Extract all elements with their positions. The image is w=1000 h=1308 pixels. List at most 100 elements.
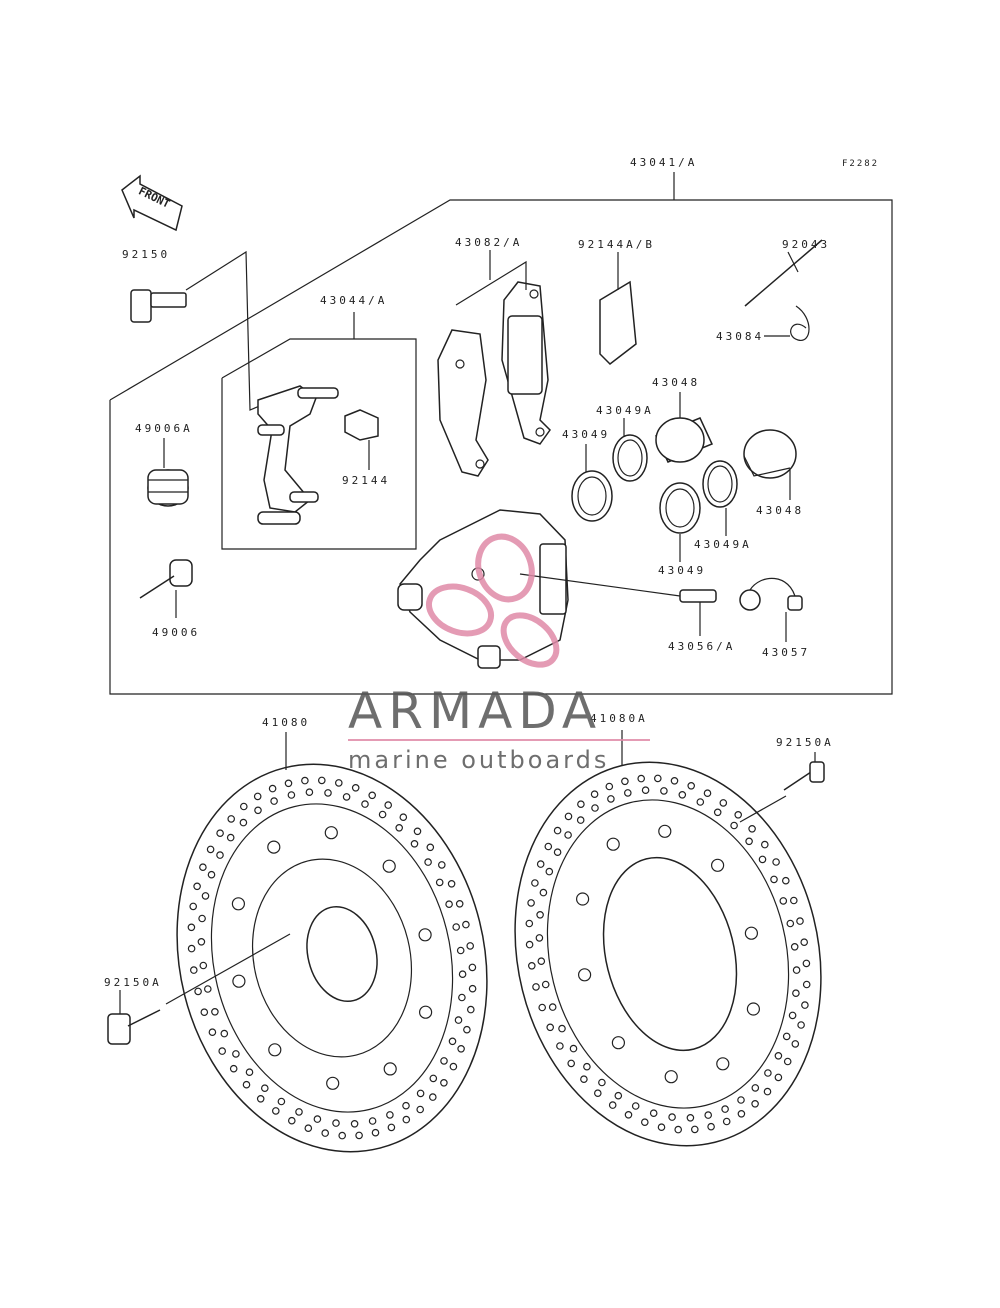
rotor-hole	[216, 851, 224, 859]
rotor-hole	[641, 786, 650, 795]
rotor-hole	[456, 946, 465, 955]
bleeder-valve	[519, 573, 717, 636]
rotor-hole	[198, 914, 206, 923]
rotor-hole	[256, 1095, 265, 1103]
label-92150a-right: 92150A	[776, 736, 834, 749]
rotor-hole	[226, 833, 235, 842]
rotor-hole	[788, 1011, 797, 1020]
rotor-hole	[187, 944, 196, 953]
rotor-hole	[716, 1057, 730, 1071]
rotor-hole	[437, 861, 446, 869]
rotor-hole	[271, 1107, 280, 1115]
rotor-hole	[713, 808, 722, 817]
rotor-hole	[598, 1078, 606, 1087]
rotor-hole	[197, 937, 206, 946]
label-43049-bottom: 43049	[658, 564, 706, 577]
rotor-hole	[790, 942, 799, 951]
seal-43049-top	[571, 444, 613, 522]
rotor-hole	[764, 1069, 772, 1077]
rotor-hole	[658, 824, 672, 838]
rotor-hole	[783, 1057, 792, 1066]
rotor-hole	[576, 816, 585, 824]
bolt-92150	[130, 250, 263, 411]
rotor-hole	[268, 784, 277, 793]
rotor-hole	[440, 1057, 448, 1065]
caliper-assembly-box	[109, 172, 893, 695]
rotor-hole	[402, 1101, 410, 1110]
rotor-hole	[580, 1075, 588, 1084]
label-41080a: 41080A	[590, 712, 648, 725]
rotor-hole	[458, 993, 466, 1002]
rotor-hole	[668, 1113, 676, 1121]
rotor-hole	[721, 1105, 729, 1113]
rotor-hole	[791, 1040, 800, 1048]
rotor-hole	[200, 1008, 209, 1017]
rotor-hole	[447, 879, 456, 888]
rotor-hole	[305, 788, 314, 797]
rotor-hole	[457, 1045, 465, 1053]
rotor-hole	[466, 942, 475, 950]
rotor-hole	[789, 896, 798, 905]
retaining-clip	[764, 305, 810, 341]
rotor-hole	[206, 845, 215, 854]
rotor-hole	[239, 818, 248, 827]
rotor-hole	[583, 1062, 591, 1071]
rotor-hole	[462, 920, 470, 929]
rotor-hole	[368, 1117, 377, 1125]
caliper-bracket	[257, 385, 339, 525]
rotor-hole	[371, 1128, 380, 1137]
rotor-hole	[525, 919, 534, 928]
label-43057: 43057	[762, 646, 810, 659]
rotor-hole	[792, 989, 800, 998]
rotor-hole	[326, 1076, 340, 1090]
rotor-hole	[537, 957, 546, 966]
rotor-hole	[287, 1116, 296, 1125]
label-43048-top: 43048	[652, 376, 700, 389]
rotor-hole	[611, 1036, 626, 1050]
label-92150: 92150	[122, 248, 170, 261]
boot-49006a	[147, 438, 189, 507]
rotor-hole	[704, 1111, 713, 1119]
rotor-hole	[763, 1087, 772, 1096]
leader-43082	[455, 260, 527, 306]
rotor-hole	[455, 899, 464, 908]
rotor-hole	[674, 1125, 683, 1134]
label-92150a-left: 92150A	[104, 976, 162, 989]
rotor-hole	[268, 1043, 282, 1057]
rotor-hole	[334, 779, 343, 787]
rotor-hole	[760, 840, 769, 849]
rotor-hole	[567, 1059, 576, 1068]
rotor-hole	[730, 821, 738, 830]
rotor-hole	[199, 863, 207, 872]
label-43049-top: 43049	[562, 428, 610, 441]
rotor-hole	[287, 791, 296, 799]
rotor-hole	[324, 826, 338, 840]
rotor-hole	[802, 980, 811, 989]
caliper-body	[397, 509, 569, 669]
rotor-hole	[384, 801, 393, 809]
rotor-hole	[466, 1005, 475, 1014]
rotor-hole	[351, 783, 360, 792]
rotor-hole	[245, 1068, 254, 1077]
rotor-hole	[781, 876, 790, 885]
rotor-hole	[744, 926, 759, 940]
rotor-hole	[227, 815, 236, 823]
rotor-hole	[190, 966, 198, 974]
bleeder-cap	[739, 577, 803, 642]
rotor-hole	[386, 1111, 394, 1119]
rotor-hole	[770, 875, 778, 884]
label-43056: 43056/A	[668, 640, 735, 653]
rotor-hole	[664, 1070, 678, 1084]
rotor-hole	[301, 776, 309, 785]
rotor-hole	[527, 961, 536, 970]
rotor-hole	[216, 829, 224, 838]
rotor-hole	[338, 1131, 347, 1140]
rotor-hole	[737, 1110, 746, 1118]
watermark-subtitle: marine outboards	[348, 746, 609, 774]
rotor-hole	[313, 1115, 322, 1123]
rotor-hole	[449, 1062, 458, 1071]
rotor-hole	[395, 823, 404, 832]
rotor-hole	[332, 1119, 340, 1127]
rotor-hole	[201, 892, 210, 900]
